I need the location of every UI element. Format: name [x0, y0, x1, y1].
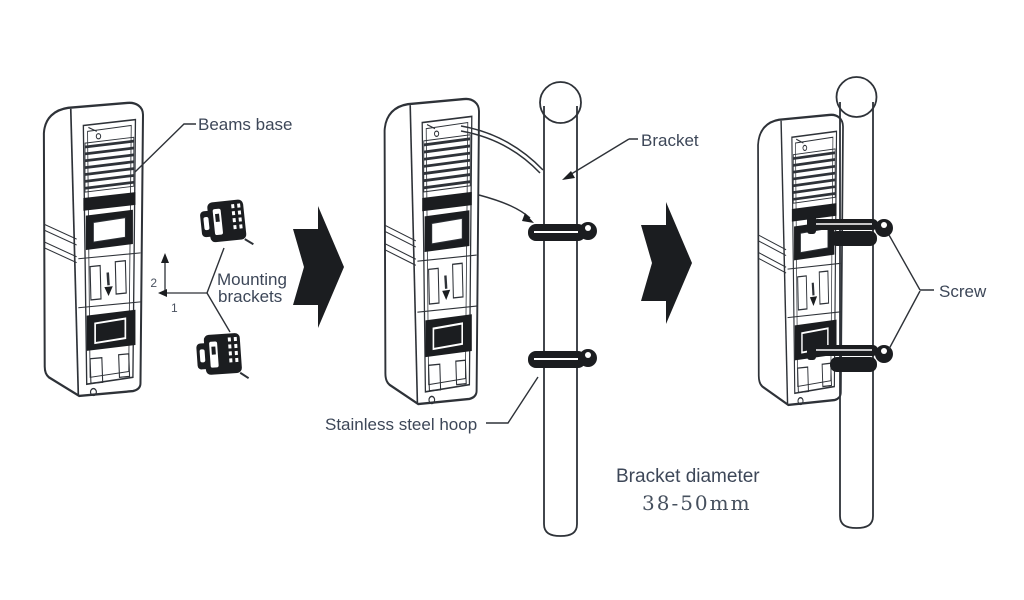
bracket-leader-line [567, 138, 638, 177]
steel-hoop-upper [528, 222, 597, 241]
step3-figure: Screw [756, 76, 987, 529]
mounting-pole [539, 81, 582, 537]
beams-base-leader-line [134, 123, 196, 173]
step-arrow-icon-2 [641, 202, 692, 324]
orientation-axes-icon: 2 1 [150, 253, 207, 315]
axis-1-label: 1 [171, 301, 178, 315]
mounting-brackets-label-line1: Mounting [217, 270, 287, 289]
pole-ball-top [539, 81, 582, 124]
mounting-brackets-leader-top [206, 247, 225, 294]
leader-arrowhead-icon [562, 171, 575, 180]
mounting-bracket-top [197, 197, 255, 251]
beam-sensor-device [42, 101, 145, 398]
stainless-steel-hoop-callout: Stainless steel hoop [325, 376, 539, 434]
screw-label: Screw [939, 282, 987, 301]
beam-sensor-device [756, 113, 845, 407]
step-arrow-icon-1 [293, 206, 344, 328]
steel-hoop-lower [528, 349, 597, 368]
stainless-steel-hoop-leader [486, 376, 539, 424]
axis-2-label: 2 [150, 276, 157, 290]
mounting-brackets-callout: Mounting brackets [206, 247, 287, 333]
bracket-diameter-caption: Bracket diameter 38-50mm [616, 466, 760, 515]
screw-callout: Screw [888, 234, 987, 350]
bracket-callout: Bracket [562, 131, 699, 180]
mounting-brackets-label-line2: brackets [218, 287, 282, 306]
beams-base-callout: Beams base [134, 115, 293, 173]
screw-leader-lines [888, 234, 934, 350]
step2-figure: Bracket Stainless steel hoop [325, 81, 699, 537]
pole-ball-top [835, 76, 878, 118]
beams-base-label: Beams base [198, 115, 293, 134]
bracket-straps [460, 125, 544, 223]
hoop-screw-lower [807, 341, 893, 372]
bracket-diameter-label: Bracket diameter [616, 466, 760, 487]
mounting-brackets-leader-bottom [206, 292, 231, 333]
step1-figure: Beams base 2 1 Mounting brackets [42, 101, 293, 398]
bracket-diameter-value: 38-50mm [642, 491, 752, 515]
mounting-pole [835, 76, 878, 529]
beam-sensor-device [383, 97, 481, 406]
hoop-screw-upper [807, 215, 893, 246]
stainless-steel-hoop-label: Stainless steel hoop [325, 415, 477, 434]
mounting-bracket-bottom [194, 331, 250, 383]
bracket-label: Bracket [641, 131, 699, 150]
